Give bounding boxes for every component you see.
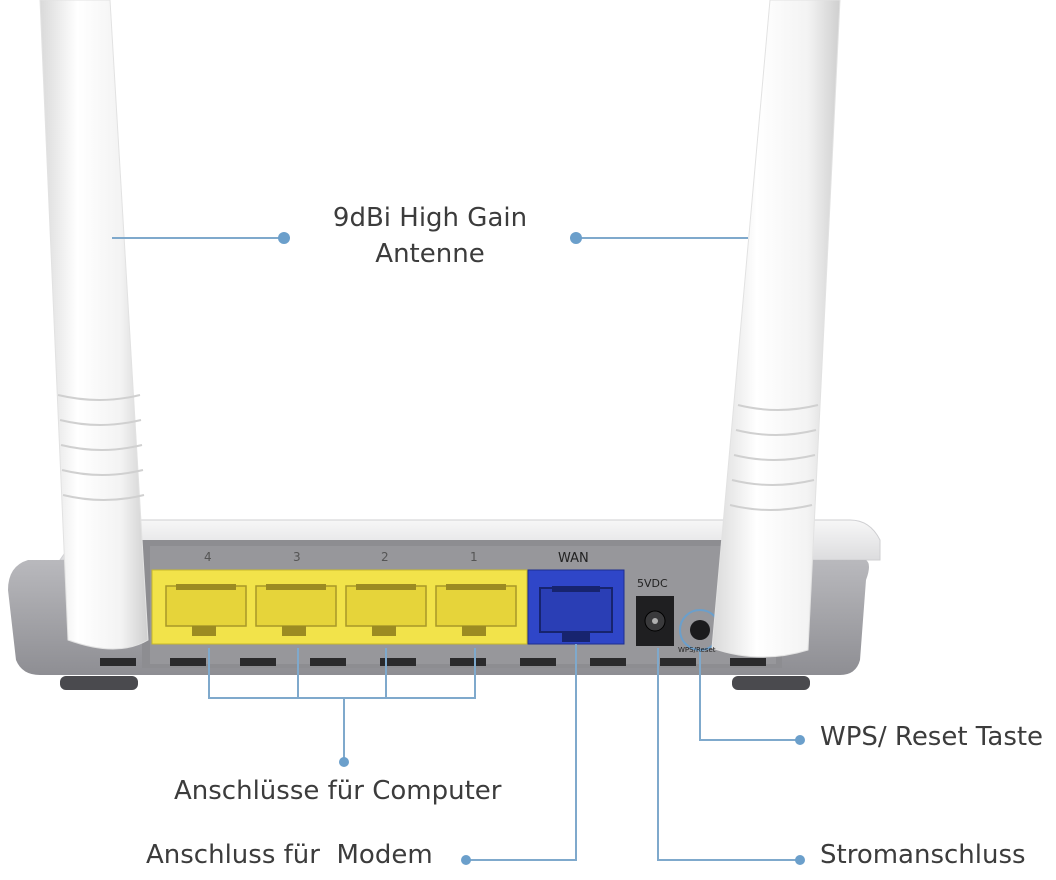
router-foot-right (732, 676, 810, 690)
callout-modem-line (466, 644, 577, 861)
callout-computer-bracket (208, 648, 476, 762)
callout-wps-line (699, 650, 800, 741)
antenna-label-line2: Antenne (375, 239, 485, 269)
lan-ports (165, 585, 517, 627)
lan-port-number: 4 (204, 550, 212, 564)
lan-port-2 (345, 585, 427, 627)
antenna-right (711, 0, 841, 658)
antenna-label-line1: 9dBi High Gain (332, 203, 528, 233)
computer-ports-label: Anschlüsse für Computer (174, 776, 502, 806)
wps-reset-label: WPS/ Reset Taste (820, 722, 1044, 752)
wan-port-label: WAN (558, 551, 589, 566)
lan-port-number: 2 (381, 550, 389, 564)
router-vents (100, 658, 766, 666)
antenna-label: 9dBi High Gain Antenne (300, 200, 560, 272)
router-foot-left (60, 676, 138, 690)
callout-power-line (657, 648, 800, 861)
wps-button (690, 620, 710, 640)
power-label: Stromanschluss (820, 840, 1026, 870)
wps-button-label: WPS/Reset (678, 646, 716, 654)
lan-port-number: 3 (293, 550, 301, 564)
lan-port-1 (435, 585, 517, 627)
lan-port-number: 1 (470, 550, 478, 564)
wan-port (539, 587, 613, 633)
power-port-label: 5VDC (637, 577, 668, 590)
lan-port-4 (165, 585, 247, 627)
modem-port-label: Anschluss für Modem (146, 840, 433, 870)
callout-dots (278, 232, 805, 865)
callout-lines (112, 237, 800, 861)
antenna-left (39, 0, 149, 650)
lan-port-3 (255, 585, 337, 627)
